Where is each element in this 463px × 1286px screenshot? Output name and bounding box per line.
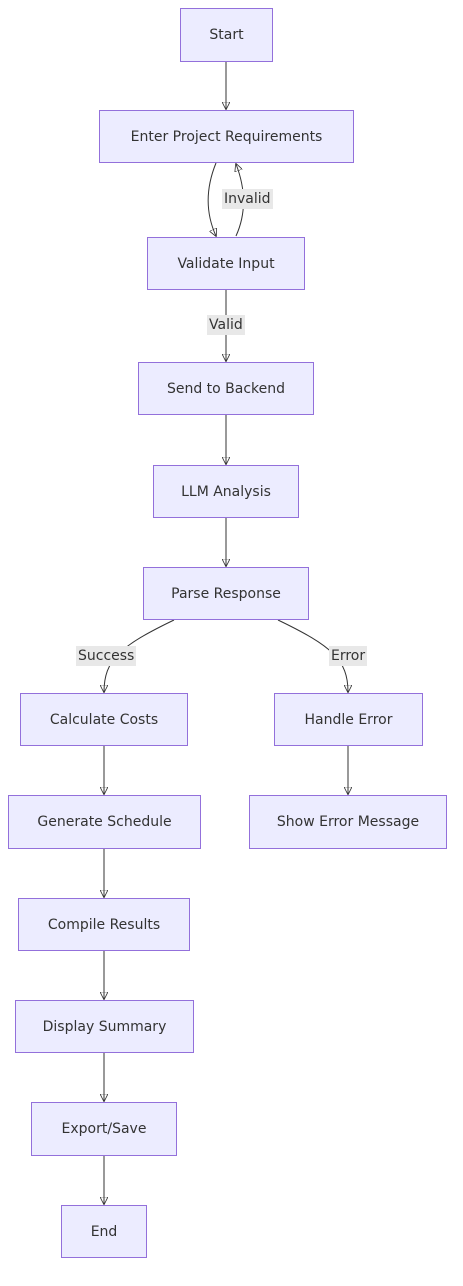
- node-handle-error: Handle Error: [274, 693, 423, 746]
- node-calculate-costs: Calculate Costs: [20, 693, 188, 746]
- node-parse-response: Parse Response: [143, 567, 309, 620]
- node-show-error-message: Show Error Message: [249, 795, 447, 849]
- node-compile-results: Compile Results: [18, 898, 190, 951]
- node-start: Start: [180, 8, 273, 62]
- edge-label-error: Error: [329, 646, 368, 666]
- edge-label-invalid: Invalid: [222, 189, 273, 209]
- node-generate-schedule: Generate Schedule: [8, 795, 201, 849]
- node-enter-project-requirements: Enter Project Requirements: [99, 110, 354, 163]
- node-validate-input: Validate Input: [147, 237, 305, 290]
- node-end: End: [61, 1205, 147, 1258]
- node-llm-analysis: LLM Analysis: [153, 465, 299, 518]
- edge-label-valid: Valid: [207, 315, 245, 335]
- edge-label-success: Success: [76, 646, 137, 666]
- node-send-to-backend: Send to Backend: [138, 362, 314, 415]
- edge-enter-to-validate: [207, 162, 216, 236]
- node-display-summary: Display Summary: [15, 1000, 194, 1053]
- node-export-save: Export/Save: [31, 1102, 177, 1156]
